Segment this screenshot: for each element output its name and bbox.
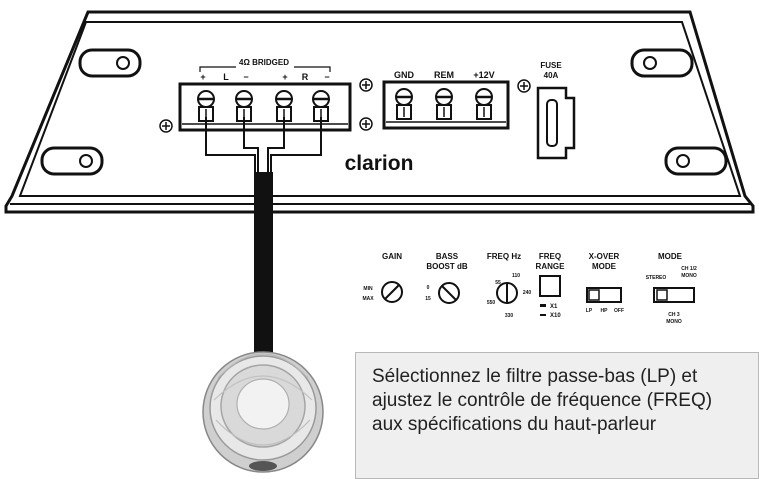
terminal-label-12v: +12V — [473, 70, 494, 80]
speaker-cable — [254, 172, 273, 354]
freq-range-x1-marker — [540, 304, 546, 307]
mounting-hole-top-right — [630, 48, 694, 78]
speaker-terminal-4 — [312, 90, 330, 122]
bass-boost-title-line2: BOOST dB — [426, 262, 468, 271]
freq-range-title-line1: FREQ — [539, 252, 561, 261]
gain-knob[interactable] — [381, 281, 403, 303]
mode-ch3-line2: MONO — [666, 319, 682, 325]
mode-stereo-label: STEREO — [646, 275, 667, 281]
screw-icon-mid-bottom — [359, 117, 373, 131]
freq-range-x10-marker — [540, 314, 546, 316]
mounting-hole-bottom-left — [40, 146, 104, 176]
terminal-label-l: L — [223, 72, 229, 82]
bridged-label: 4Ω BRIDGED — [239, 58, 289, 67]
freq-label-240: 240 — [523, 290, 532, 296]
bridged-bracket — [199, 66, 331, 72]
mode-ch12-line2: MONO — [681, 273, 697, 279]
terminal-label-r-minus: − — [324, 72, 329, 82]
bass-boost-knob[interactable] — [438, 282, 460, 304]
xover-off-label: OFF — [614, 308, 624, 314]
xover-title-line1: X-OVER — [589, 252, 620, 261]
fuse-label-line2: 40A — [544, 71, 559, 80]
xover-hp-label: HP — [601, 308, 609, 314]
gain-min-label: MIN — [363, 286, 373, 292]
freq-range-button[interactable] — [539, 275, 561, 297]
bass-boost-low-label: 0 — [427, 285, 430, 291]
mode-ch12-line1: CH 1/2 — [681, 266, 697, 272]
power-terminals — [395, 88, 493, 120]
freq-range-x10-label: X10 — [550, 313, 561, 319]
screw-icon-mid-top — [359, 78, 373, 92]
terminal-label-gnd: GND — [394, 70, 415, 80]
freq-label-330: 330 — [505, 313, 514, 319]
screw-icon-left — [159, 119, 173, 133]
mounting-hole-bottom-right — [664, 146, 728, 176]
terminal-label-l-plus: + — [200, 72, 205, 82]
brand-logo: clarion — [345, 152, 414, 175]
terminal-label-l-minus: − — [243, 72, 248, 82]
power-terminal-labels: GND REM +12V — [394, 70, 495, 80]
screw-icon-right — [517, 79, 531, 93]
instruction-callout: Sélectionnez le filtre passe-bas (LP) et… — [355, 352, 759, 479]
speaker-terminal-3 — [275, 90, 293, 122]
mode-title: MODE — [658, 252, 683, 261]
xover-title-line2: MODE — [592, 262, 617, 271]
terminal-label-r: R — [302, 72, 309, 82]
speaker-terminal-labels: + L − + R − — [200, 72, 329, 82]
freq-range-x1-label: X1 — [550, 304, 558, 310]
xover-switch[interactable] — [586, 287, 622, 303]
speaker-terminal-2 — [235, 90, 253, 122]
freq-label-55: 55 — [495, 280, 501, 286]
fuse-icon — [536, 86, 576, 160]
power-terminal-3 — [475, 88, 493, 120]
speaker-icon — [202, 351, 324, 473]
freq-label-110: 110 — [512, 273, 520, 279]
amplifier-body — [4, 10, 755, 214]
speaker-terminal-1 — [197, 90, 215, 122]
terminal-label-rem: REM — [434, 70, 454, 80]
freq-range-title-line2: RANGE — [536, 262, 566, 271]
xover-lp-label: LP — [586, 308, 593, 314]
freq-title: FREQ Hz — [487, 252, 521, 261]
mode-ch3-line1: CH 3 — [668, 312, 680, 318]
power-terminal-1 — [395, 88, 413, 120]
instruction-text: Sélectionnez le filtre passe-bas (LP) et… — [372, 366, 713, 435]
gain-title: GAIN — [382, 252, 402, 261]
bass-boost-title-line1: BASS — [436, 252, 459, 261]
freq-label-550: 550 — [487, 300, 496, 306]
freq-knob[interactable] — [496, 282, 518, 304]
fuse-label-line1: FUSE — [540, 61, 562, 70]
terminal-label-r-plus: + — [282, 72, 287, 82]
bass-boost-high-label: 15 — [425, 296, 431, 302]
power-terminal-2 — [435, 88, 453, 120]
mode-switch[interactable] — [653, 287, 695, 303]
gain-max-label: MAX — [362, 296, 374, 302]
mounting-hole-top-left — [78, 48, 142, 78]
speaker-terminals — [197, 90, 330, 122]
speaker-wires — [205, 117, 322, 172]
